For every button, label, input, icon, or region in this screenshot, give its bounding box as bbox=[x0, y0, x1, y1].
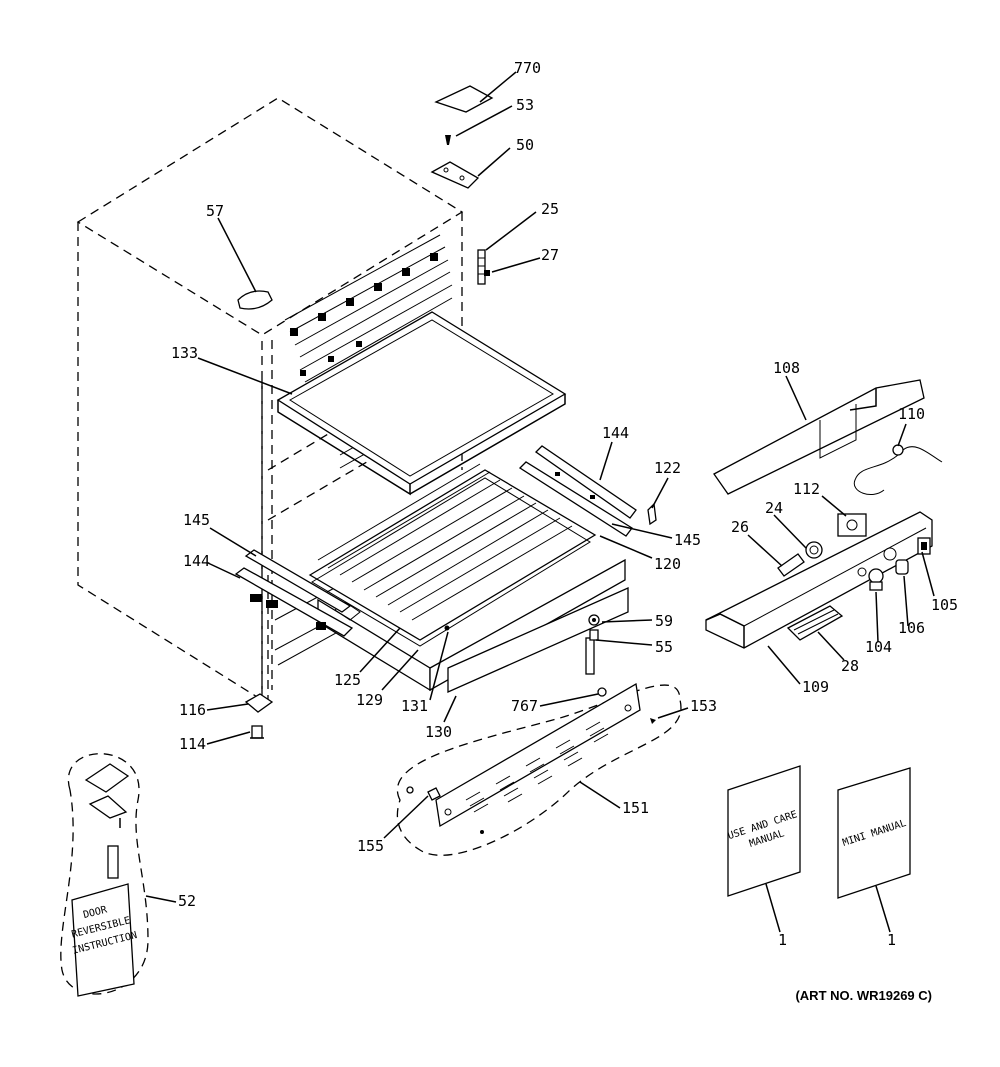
part-131-screw bbox=[444, 625, 450, 631]
label-120: 120 bbox=[654, 555, 681, 573]
label-145-right: 145 bbox=[674, 531, 701, 549]
label-114: 114 bbox=[179, 735, 206, 753]
part-144-left-rail bbox=[234, 549, 354, 637]
part-114-leg bbox=[250, 725, 264, 739]
label-109: 109 bbox=[802, 678, 829, 696]
part-112-thermostat bbox=[837, 513, 867, 537]
part-26-bulb bbox=[777, 553, 805, 577]
part-28-heater bbox=[786, 605, 844, 641]
label-104: 104 bbox=[865, 638, 892, 656]
label-1-use-and-care: 1 bbox=[778, 931, 787, 949]
part-130-handle bbox=[447, 586, 629, 694]
part-24-bezel bbox=[805, 541, 823, 559]
part-122-stop bbox=[647, 502, 657, 526]
label-57: 57 bbox=[206, 202, 224, 220]
part-110-harness bbox=[853, 444, 943, 495]
part-105-switch bbox=[917, 537, 931, 555]
part-57-cap bbox=[237, 290, 273, 310]
part-153-screw bbox=[650, 718, 656, 724]
part-116-leveling-bracket bbox=[244, 693, 274, 713]
label-59: 59 bbox=[655, 612, 673, 630]
part-767-nut bbox=[597, 687, 607, 697]
part-106-knob bbox=[895, 559, 909, 575]
callouts: 770 53 50 25 27 57 133 108 110 144 122 1… bbox=[171, 59, 958, 949]
label-50: 50 bbox=[516, 136, 534, 154]
label-27: 27 bbox=[541, 246, 559, 264]
label-133: 133 bbox=[171, 344, 198, 362]
label-26: 26 bbox=[731, 518, 749, 536]
label-151: 151 bbox=[622, 799, 649, 817]
label-108: 108 bbox=[773, 359, 800, 377]
part-109-control-panel bbox=[705, 511, 933, 649]
label-28: 28 bbox=[841, 657, 859, 675]
label-144-left: 144 bbox=[183, 552, 210, 570]
label-53: 53 bbox=[516, 96, 534, 114]
part-53-screw bbox=[445, 135, 451, 145]
part-770-cover bbox=[434, 85, 494, 113]
leader-lines bbox=[145, 71, 935, 933]
label-106: 106 bbox=[898, 619, 925, 637]
part-55-hinge bbox=[585, 629, 599, 675]
label-105: 105 bbox=[931, 596, 958, 614]
label-770: 770 bbox=[514, 59, 541, 77]
part-125-wire-rack bbox=[308, 463, 597, 647]
part-104-switch bbox=[868, 568, 884, 591]
part-50-hinge bbox=[430, 161, 480, 189]
part-25-pin bbox=[477, 249, 486, 285]
label-116: 116 bbox=[179, 701, 206, 719]
manual-mini bbox=[837, 767, 911, 899]
label-145-left: 145 bbox=[183, 511, 210, 529]
label-25: 25 bbox=[541, 200, 559, 218]
part-133-shelf bbox=[276, 311, 567, 496]
part-151-grille bbox=[396, 682, 682, 856]
label-129: 129 bbox=[356, 691, 383, 709]
label-24: 24 bbox=[765, 499, 783, 517]
manual-use-and-care bbox=[727, 765, 801, 897]
label-1-mini: 1 bbox=[887, 931, 896, 949]
label-112: 112 bbox=[793, 480, 820, 498]
label-153: 153 bbox=[690, 697, 717, 715]
label-125: 125 bbox=[334, 671, 361, 689]
label-144-right: 144 bbox=[602, 424, 629, 442]
part-27-clip bbox=[484, 270, 490, 276]
art-number: (ART NO. WR19269 C) bbox=[795, 988, 932, 1003]
label-110: 110 bbox=[898, 405, 925, 423]
label-767: 767 bbox=[511, 697, 538, 715]
label-52: 52 bbox=[178, 892, 196, 910]
label-130: 130 bbox=[425, 723, 452, 741]
label-155: 155 bbox=[357, 837, 384, 855]
label-122: 122 bbox=[654, 459, 681, 477]
part-155-clip bbox=[427, 787, 441, 801]
part-52-door-kit bbox=[60, 753, 149, 997]
part-108-cover bbox=[713, 379, 925, 495]
label-55: 55 bbox=[655, 638, 673, 656]
part-59-nut bbox=[588, 614, 600, 626]
label-131: 131 bbox=[401, 697, 428, 715]
